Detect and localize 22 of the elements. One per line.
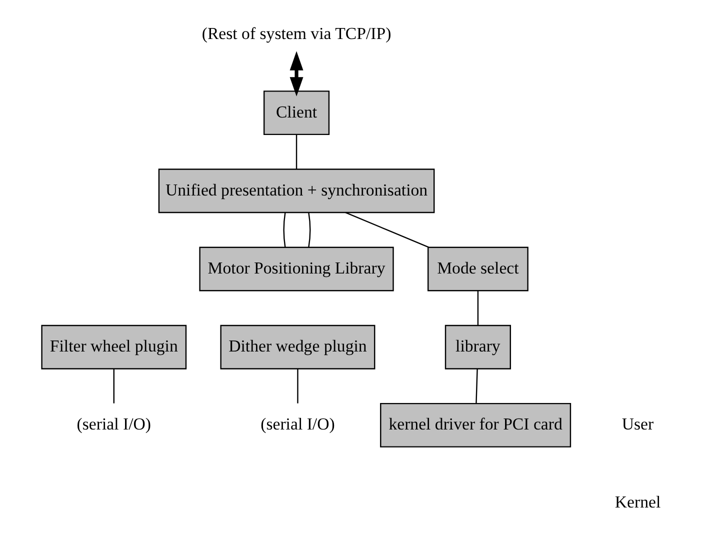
node-box: Mode select: [427, 246, 528, 292]
connector: [113, 369, 114, 404]
node-box: kernel driver for PCI card: [380, 402, 572, 448]
node-text: (serial I/O): [260, 414, 335, 434]
connector: [297, 369, 298, 404]
connector: [308, 212, 311, 248]
connector: [283, 212, 286, 248]
node-text: (serial I/O): [76, 414, 152, 434]
node-box: library: [444, 324, 511, 370]
node-text: (Rest of system via TCP/IP): [202, 24, 392, 44]
connector: [345, 212, 430, 248]
node-box: Motor Positioning Library: [199, 246, 394, 292]
node-box: Filter wheel plugin: [41, 324, 187, 370]
label: User: [622, 414, 654, 434]
node-box: Client: [263, 90, 330, 136]
node-box: Unified presentation + synchronisation: [158, 168, 435, 214]
arrow: [290, 51, 304, 96]
node-box: Dither wedge plugin: [220, 324, 376, 370]
label: Kernel: [614, 492, 661, 512]
connector: [477, 290, 479, 326]
connector: [296, 134, 298, 170]
connector: [476, 368, 478, 404]
